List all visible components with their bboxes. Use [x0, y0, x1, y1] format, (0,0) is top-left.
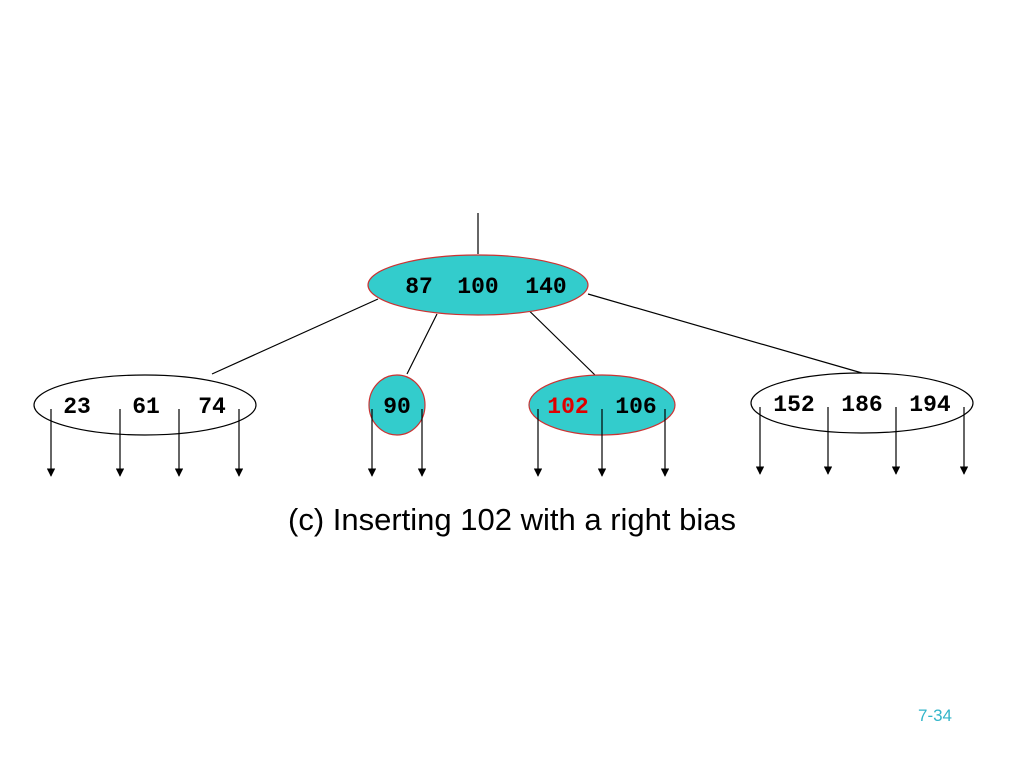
- root-node: 87 100 140: [367, 254, 589, 316]
- child-4-key-1: 152: [773, 392, 814, 418]
- root-key-2: 100: [457, 274, 498, 300]
- child-4-key-2: 186: [841, 392, 882, 418]
- slide-number: 7-34: [917, 706, 953, 725]
- root-key-1: 87: [405, 274, 433, 300]
- child-node-1-shape: [33, 374, 257, 436]
- child-1-key-1: 23: [63, 394, 91, 420]
- child-1-key-3: 74: [198, 394, 226, 420]
- edge-root-to-child-1: [211, 298, 379, 375]
- child-3-new-key: 102: [547, 394, 588, 420]
- child-4-key-3: 194: [909, 392, 951, 418]
- root-node-shape: [367, 254, 589, 316]
- child-2-key-1: 90: [383, 394, 411, 420]
- edge-root-to-child-4: [587, 293, 863, 374]
- child-node-4: 152 186 194: [750, 372, 974, 434]
- child-node-4-shape: [750, 372, 974, 434]
- child-3-key-2: 106: [615, 394, 656, 420]
- child-1-key-2: 61: [132, 394, 160, 420]
- child-node-1: 23 61 74: [33, 374, 257, 436]
- child-node-2-shape: [368, 374, 426, 436]
- root-key-3: 140: [525, 274, 566, 300]
- child-node-2: 90: [368, 374, 426, 436]
- edge-root-to-child-2: [406, 313, 438, 375]
- diagram-caption: (c) Inserting 102 with a right bias: [288, 502, 736, 537]
- child-pointer-arrows: [46, 407, 969, 477]
